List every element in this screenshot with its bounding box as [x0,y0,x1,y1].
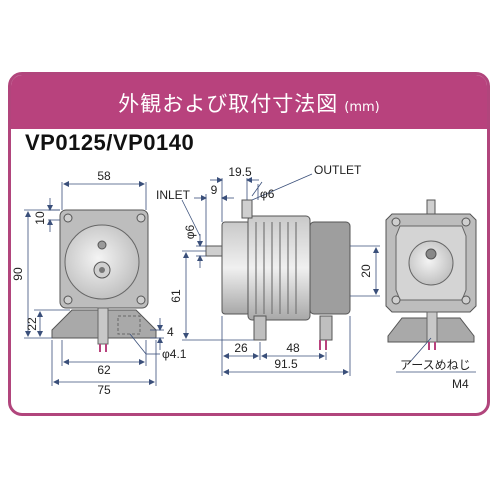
side-endcap [221,221,251,315]
hole-section [117,315,141,335]
front-leg [97,307,109,345]
screw-icon-tr [461,217,471,227]
unit-label: (mm) [344,100,380,115]
side-rear-housing [309,221,351,315]
screw-icon-tr [136,213,146,223]
screw-icon-tl [391,217,401,227]
center-bolt-core [99,267,105,273]
title-banner: 外観および取付寸法図 (mm) [11,75,487,129]
title-text: 外観および取付寸法図 [118,92,339,116]
side-view: 19.5 φ6 OUTLET INLET 9 φ6 61 26 48 91.5 … [156,163,380,376]
screw-icon-br [136,295,146,305]
rear-view: アースめねじ M4 [385,199,477,391]
dim-label-20: 20 [359,264,373,278]
rear-nozzle [426,199,436,215]
side-body [247,215,311,321]
outlet-nozzle [241,199,253,219]
dim-label-75: 75 [97,383,111,397]
screw-icon-bl [63,295,73,305]
diagram-title: 外観および取付寸法図 (mm) [11,88,487,118]
dim-label-22: 22 [25,317,39,331]
leader-outlet [251,173,313,201]
rear-leg [426,311,438,343]
inlet-label: INLET [156,188,191,202]
dim-label-inlet-dia: φ6 [183,224,197,239]
dim-label-outlet-dia: φ6 [260,187,275,201]
dim-label-10: 10 [33,211,47,225]
screw-icon-tl [63,213,73,223]
leader-inlet [181,199,201,237]
leader-hole [129,333,147,355]
dim-label-61: 61 [169,289,183,303]
cooling-fins [255,222,297,314]
dim-label-58: 58 [97,169,111,183]
leader-outlet-dia [251,181,263,197]
dim-label-9: 9 [211,183,218,197]
dim-label-hole: φ4.1 [162,347,187,361]
dim-label-90: 90 [11,267,25,281]
rear-disc [408,240,454,286]
inlet-nozzle [205,245,223,257]
ground-screw-label: アースめねじ [400,358,471,372]
top-port-icon [97,240,107,250]
dim-label-26: 26 [234,341,248,355]
side-foot [253,315,267,341]
screw-size-label: M4 [452,377,469,391]
outlet-label: OUTLET [314,163,362,177]
dim-label-19-5: 19.5 [228,165,252,179]
side-foot [319,315,333,341]
dim-label-4: 4 [167,325,174,339]
dim-label-48: 48 [286,341,300,355]
screw-icon-bl [391,295,401,305]
dim-label-91-5: 91.5 [274,357,298,371]
leader-ground [409,337,432,363]
ground-screw-icon [425,248,437,260]
front-view: 58 10 90 22 4 62 75 φ4.1 [11,169,187,397]
screw-icon-br [461,295,471,305]
model-name: VP0125/VP0140 [25,130,195,155]
dim-label-62: 62 [97,363,111,377]
